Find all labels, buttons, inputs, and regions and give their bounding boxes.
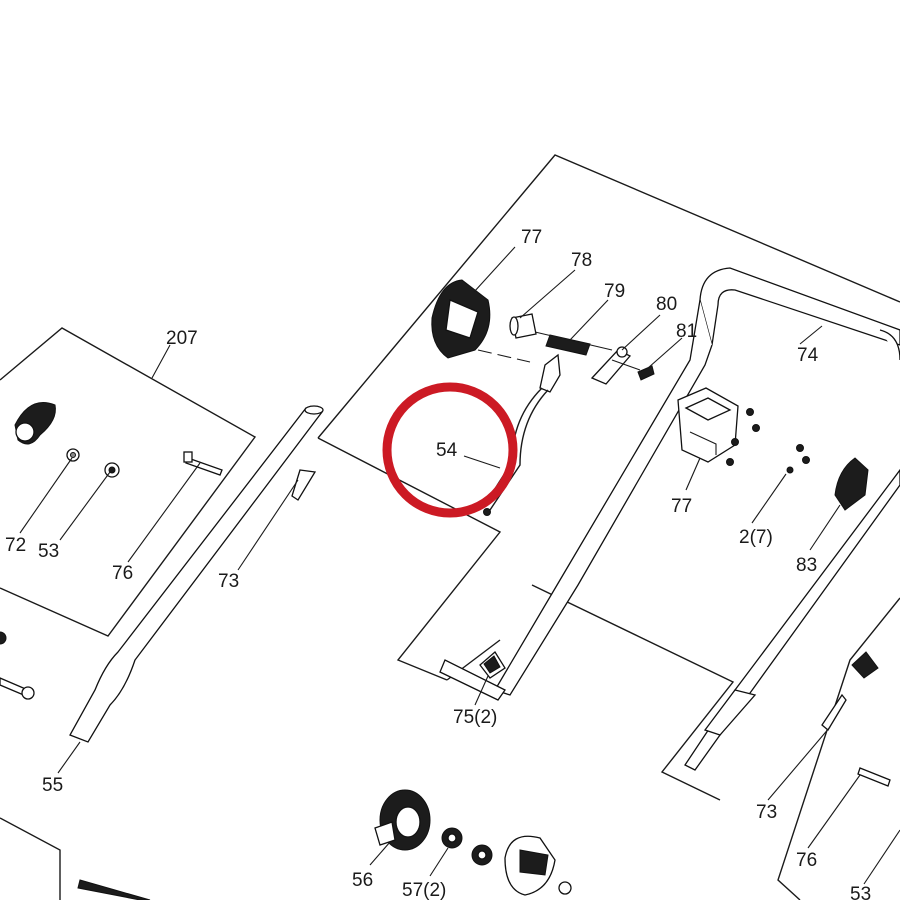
part-56-wheel-hub <box>374 789 431 851</box>
upper-handle-tube <box>439 267 900 701</box>
callout-78: 78 <box>571 250 592 271</box>
callout-76: 76 <box>112 563 133 584</box>
callout-83: 83 <box>796 555 817 576</box>
part-57-bearing <box>441 827 493 866</box>
part-79-spring <box>534 331 613 356</box>
callout-57-2: 57(2) <box>402 880 446 900</box>
part-80-lever <box>590 346 632 385</box>
part-207-knob <box>14 402 56 445</box>
callout-75-2: 75(2) <box>453 707 497 728</box>
part-83-clamp <box>834 457 869 511</box>
callout-56: 56 <box>352 870 373 891</box>
callout-80: 80 <box>656 294 677 315</box>
part-bottom-left-bar <box>77 879 151 900</box>
callout-55: 55 <box>42 775 63 796</box>
callout-77-right: 77 <box>671 496 692 517</box>
highlight-circle <box>382 382 518 518</box>
callout-207: 207 <box>166 328 198 349</box>
callout-54: 54 <box>436 440 458 461</box>
part-76-bolt <box>183 451 223 476</box>
callout-labels: 207 72 53 76 73 55 77 78 79 80 81 74 54 … <box>5 227 871 900</box>
callout-73: 73 <box>218 571 239 592</box>
callout-73-right: 73 <box>756 802 777 823</box>
callout-79: 79 <box>604 281 625 302</box>
group-box-far-right <box>0 597 900 900</box>
part-far-right-clip <box>821 651 891 787</box>
group-box-207 <box>0 327 257 637</box>
callout-81: 81 <box>676 321 697 342</box>
callout-72: 72 <box>5 535 26 556</box>
part-screws-cluster <box>726 408 810 474</box>
lower-right-tube <box>684 468 900 771</box>
callout-74: 74 <box>797 345 819 366</box>
left-tube-73 <box>69 405 324 743</box>
part-wheel-cover <box>504 835 572 896</box>
callout-77: 77 <box>521 227 542 248</box>
part-77-switch-housing <box>431 279 531 363</box>
leader-lines <box>19 246 900 885</box>
part-77-switch-box-right <box>677 387 739 463</box>
callout-53: 53 <box>38 541 59 562</box>
callout-2-7: 2(7) <box>739 527 773 548</box>
part-72-washer <box>66 448 80 462</box>
callout-53-right: 53 <box>850 884 871 900</box>
part-53-nut <box>104 462 120 478</box>
group-box-main-upper <box>317 154 900 681</box>
callout-76-right: 76 <box>796 850 817 871</box>
part-75-clip <box>479 651 506 679</box>
part-81-screw <box>611 359 655 381</box>
part-left-edge-bolt <box>0 631 35 700</box>
part-78-pivot <box>509 313 537 339</box>
